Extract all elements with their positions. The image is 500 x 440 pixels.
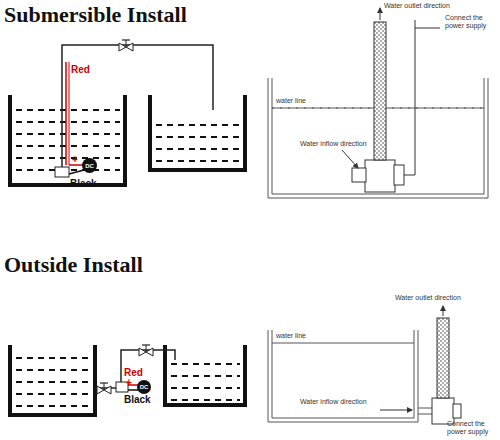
polarity-mark: + bbox=[72, 154, 78, 166]
submersible-schematic bbox=[10, 40, 245, 185]
section-title: Submersible Install bbox=[4, 2, 187, 27]
dc-power-source: DC bbox=[137, 380, 151, 394]
direction-label: Water inflow direction bbox=[300, 398, 367, 406]
water-line-label: water line bbox=[276, 97, 306, 105]
power-label: Connect the power supply bbox=[445, 14, 497, 30]
polarity-mark: + bbox=[126, 377, 132, 389]
submersible-tank-view bbox=[268, 8, 488, 198]
outside-schematic bbox=[10, 345, 245, 415]
wire-label: Black bbox=[124, 394, 151, 406]
section-title: Outside Install bbox=[4, 252, 143, 277]
water-line-label: water line bbox=[276, 332, 306, 340]
power-label: Connect the power supply bbox=[447, 420, 497, 436]
direction-label: Water outlet direction bbox=[395, 294, 461, 302]
wire-label: Red bbox=[71, 64, 90, 76]
outside-tank-view bbox=[268, 306, 461, 424]
dc-power-source: DC bbox=[82, 158, 97, 173]
dc-label: DC bbox=[85, 163, 94, 169]
dc-label: DC bbox=[140, 384, 149, 390]
wire-label: Red bbox=[124, 367, 143, 379]
wire-label: Black bbox=[70, 178, 97, 190]
direction-label: Water outlet direction bbox=[384, 2, 450, 10]
direction-label: Water inflow direction bbox=[300, 140, 367, 148]
